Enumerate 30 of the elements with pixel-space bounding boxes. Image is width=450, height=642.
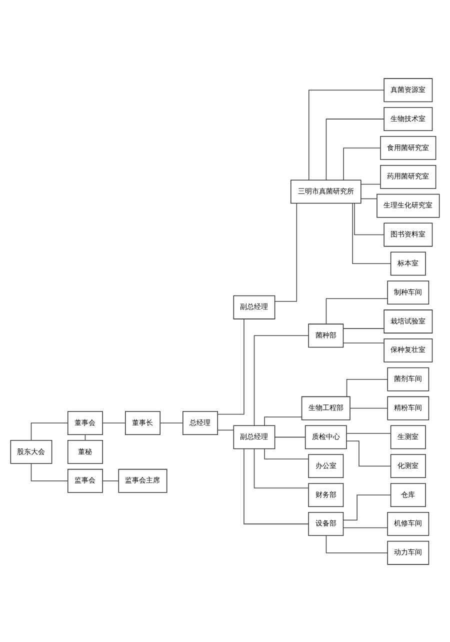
connector xyxy=(326,298,388,324)
connector xyxy=(264,448,309,459)
connector xyxy=(326,534,388,553)
connector xyxy=(308,89,384,180)
connector xyxy=(160,422,184,423)
connector xyxy=(264,416,302,426)
connector xyxy=(342,494,391,520)
connector xyxy=(346,440,392,466)
connector xyxy=(346,378,388,397)
connector xyxy=(346,432,392,434)
connector xyxy=(342,526,388,528)
connector xyxy=(352,202,391,264)
connector xyxy=(274,202,298,302)
connector xyxy=(102,422,126,423)
connector xyxy=(342,342,384,343)
connector xyxy=(254,448,309,488)
connector xyxy=(30,422,68,440)
connector xyxy=(350,407,388,408)
connector xyxy=(274,436,306,438)
connector xyxy=(217,318,244,414)
connector xyxy=(360,183,381,184)
connector xyxy=(217,429,234,430)
connector xyxy=(354,202,384,235)
connector xyxy=(102,480,119,481)
connector xyxy=(360,198,378,199)
connector xyxy=(30,462,68,481)
connector xyxy=(326,118,384,180)
connector xyxy=(343,147,381,180)
connector xyxy=(244,448,309,524)
connector xyxy=(254,334,309,426)
